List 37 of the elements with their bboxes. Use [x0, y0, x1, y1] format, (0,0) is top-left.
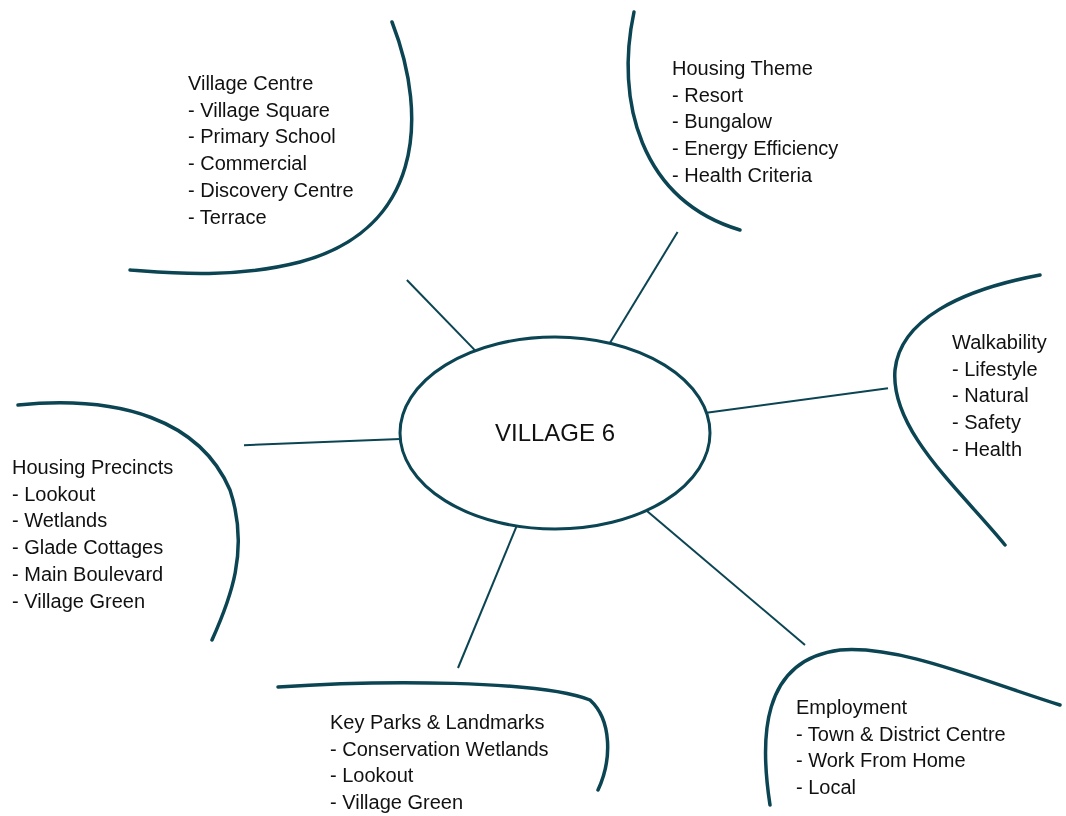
list-item: - Natural	[952, 383, 1029, 409]
heading-text: Employment	[796, 695, 908, 720]
heading-text: Key Parks & Landmarks	[330, 710, 545, 735]
connector-line	[243, 438, 402, 447]
connector-line	[608, 231, 679, 345]
list-item: - Work From Home	[796, 748, 966, 774]
connector-line	[645, 509, 806, 646]
node-title: VILLAGE 6	[493, 420, 617, 446]
list-item: - Discovery Centre	[188, 177, 354, 203]
list-item: - Energy Efficiency	[672, 136, 839, 162]
list-item: - Terrace	[188, 204, 267, 230]
heading-text: Walkability	[952, 330, 1047, 355]
list-item: - Resort	[672, 82, 744, 108]
list-item: - Town & District Centre	[796, 721, 1006, 747]
list-item: - Safety	[952, 410, 1021, 436]
list-item: - Conservation Wetlands	[330, 736, 549, 762]
list-item: - Lookout	[330, 763, 414, 789]
connector-line	[405, 279, 477, 352]
list-item: - Village Square	[188, 97, 330, 123]
list-item: - Lifestyle	[952, 356, 1038, 382]
list-item: - Health	[952, 436, 1023, 462]
list-item: - Glade Cottages	[12, 535, 164, 561]
list-item: - Lookout	[12, 481, 96, 507]
list-item: - Local	[796, 775, 857, 801]
list-item: - Wetlands	[12, 508, 108, 534]
list-item: - Bungalow	[672, 109, 773, 135]
heading-text: Housing Theme	[672, 56, 813, 81]
heading-text: Village Centre	[188, 71, 314, 96]
connector-line	[457, 525, 518, 669]
list-item: - Village Green	[12, 588, 146, 614]
list-item: - Primary School	[188, 124, 336, 150]
list-item: - Main Boulevard	[12, 561, 164, 587]
list-item: - Health Criteria	[672, 162, 813, 188]
connector-line	[705, 387, 889, 414]
list-item: - Commercial	[188, 151, 307, 177]
heading-text: Housing Precincts	[12, 455, 174, 480]
list-item: - Village Green	[330, 790, 464, 816]
